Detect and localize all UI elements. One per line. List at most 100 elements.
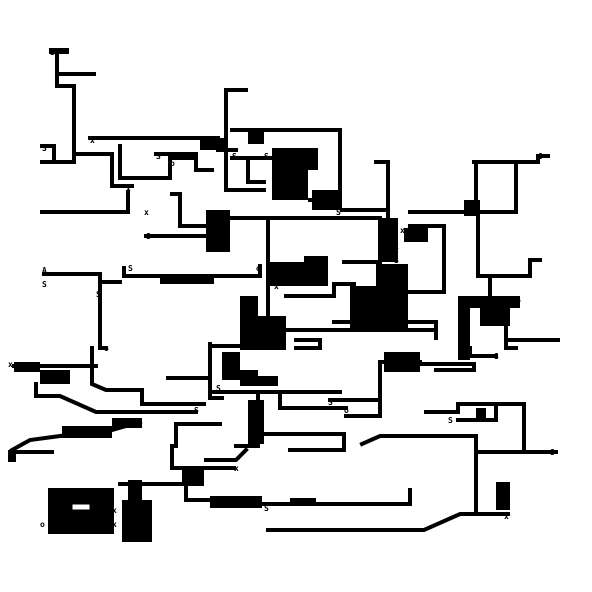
source-marker: S [448,416,453,425]
junction-block [304,148,318,170]
pin-marker: o [516,296,521,305]
source-marker: S [328,398,333,407]
source-marker: S [194,406,199,415]
junction-block [240,370,258,386]
pin-marker: o [366,320,371,329]
junction-block [240,296,258,316]
wire-trace [246,156,266,184]
source-marker: S [550,448,555,457]
junction-block [222,352,240,380]
wire-trace [264,432,346,452]
wire-trace [55,50,74,88]
wire-trace [266,512,510,532]
junction-block [376,264,408,286]
wire-network-center [208,256,476,452]
source-marker: S [42,144,47,153]
junction-block [210,496,262,508]
wire-trace [456,402,498,422]
via-marker: x [90,136,95,145]
junction-block [464,200,480,216]
wire-trace [474,160,518,214]
source-marker: S [264,504,269,513]
dense-block [378,218,398,262]
wire-trace [224,88,266,192]
wire-trace [40,190,130,214]
via-marker: x [394,242,399,251]
junction-block [476,408,486,418]
dense-block [206,210,230,252]
via-marker: x [104,514,109,523]
junction-block [248,130,264,144]
source-marker: S [216,384,221,393]
source-marker: S [394,256,399,265]
wire-trace [204,447,249,462]
junction-block [384,352,420,372]
junction-block [160,274,214,284]
wire-network-top-left [40,48,342,214]
wire-trace [408,224,446,294]
junction-block [480,306,510,326]
wire-trace [476,210,542,278]
junction-block [112,418,142,428]
wire-trace [34,382,198,414]
wire-trace [294,338,322,350]
source-marker: S [494,352,499,361]
via-marker: x [144,208,149,217]
source-marker: S [156,152,161,161]
wire-trace [170,192,208,228]
via-marker: x [234,464,239,473]
junction-block [14,362,40,372]
wire-trace [278,390,348,410]
wire-trace [472,154,550,164]
source-marker: S [96,290,101,299]
junction-block [470,296,520,308]
pin-marker: o [40,520,45,529]
pin-marker: o [170,159,175,168]
via-marker: x [112,506,117,515]
dense-block [272,148,308,200]
via-marker: x [104,506,109,515]
wire-trace [42,272,108,350]
pin-marker: o [104,344,109,353]
via-marker: x [8,360,13,369]
junction-block [200,138,224,150]
junction-block [404,228,428,242]
dense-block [458,296,470,360]
source-marker: S [146,232,151,241]
source-marker: S [264,152,269,161]
wire-trace [418,362,476,372]
via-marker: x [274,274,279,283]
source-marker: S [42,280,47,289]
letter-a-marker: A [42,266,47,275]
pad-slot [71,503,91,511]
wire-trace [260,488,412,506]
wire-trace [332,320,438,340]
dense-block [122,500,152,542]
junction-block [128,480,142,500]
source-marker: S [232,152,237,161]
junction-block [40,370,70,384]
dense-block [48,488,114,534]
junction-block [312,190,342,210]
via-marker: x [274,282,279,291]
wire-trace [504,306,518,350]
dense-block [248,400,264,444]
pin-marker: o [344,406,349,415]
junction-block [182,468,204,486]
source-marker: S [128,264,133,273]
junction-block [62,426,112,438]
via-marker: x [400,226,405,235]
wire-trace [208,342,224,400]
wire-trace [284,282,356,298]
wire-trace [154,152,214,172]
wire-trace [72,152,134,188]
pin-marker: o [256,264,261,273]
wire-trace [90,346,144,406]
wire-network-bottom [48,402,558,542]
wire-trace [118,482,212,502]
via-marker: x [408,226,413,235]
wire-trace [118,144,198,180]
via-marker: x [126,184,131,193]
